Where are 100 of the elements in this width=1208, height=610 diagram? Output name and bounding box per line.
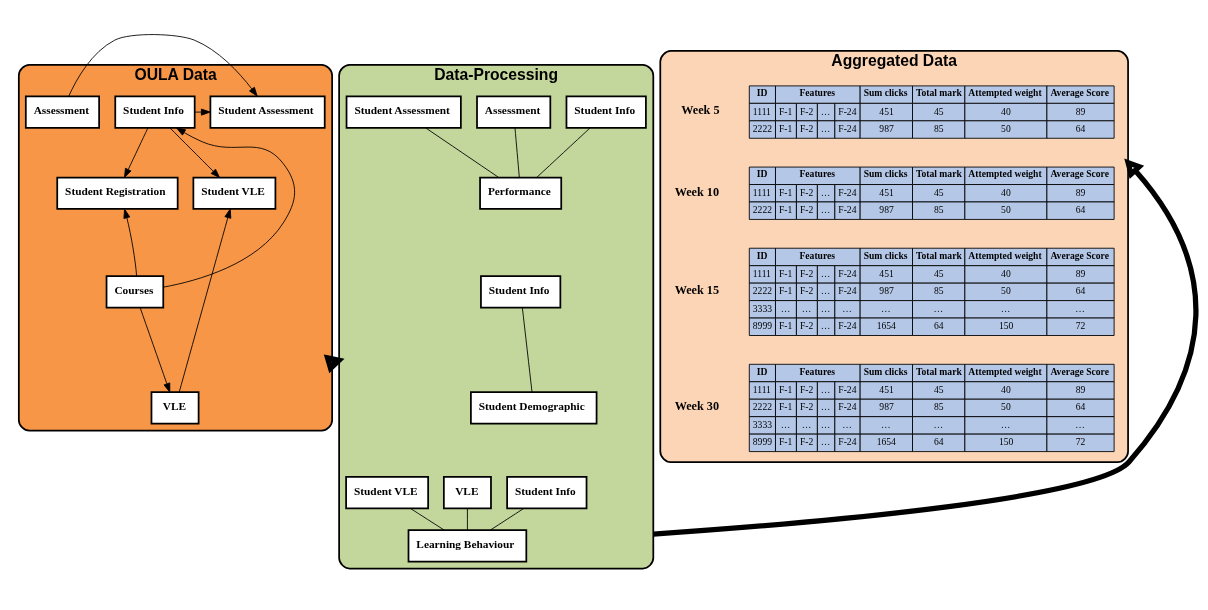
label: 50 — [1001, 122, 1011, 134]
label: 1111 — [752, 105, 771, 117]
label: Total mark — [916, 87, 962, 99]
label: Features — [799, 168, 836, 180]
label: F-24 — [838, 320, 857, 332]
label: Total mark — [916, 168, 962, 180]
label: 451 — [879, 383, 894, 395]
label: … — [842, 418, 852, 430]
label: … — [780, 302, 791, 314]
label: F-2 — [799, 436, 814, 448]
label: 85 — [933, 204, 944, 216]
label: F-1 — [778, 105, 793, 117]
label: F-24 — [838, 267, 857, 279]
label: Average Score — [1050, 249, 1109, 261]
label: … — [820, 302, 831, 314]
label: F-24 — [838, 436, 857, 448]
label: Sum clicks — [863, 87, 908, 99]
label: … — [933, 418, 944, 430]
label: 64 — [1075, 204, 1086, 216]
label: … — [820, 204, 831, 216]
label: F-1 — [778, 204, 793, 216]
label: Week 5 — [681, 103, 720, 118]
label: ID — [756, 87, 768, 99]
label: Attempted weight — [968, 365, 1042, 377]
label: 1654 — [876, 320, 896, 332]
label: Sum clicks — [863, 365, 908, 377]
label: F-24 — [838, 383, 857, 395]
label: Total mark — [916, 249, 962, 261]
label: 85 — [933, 122, 944, 134]
label: 85 — [933, 285, 944, 297]
label: Features — [799, 249, 836, 261]
label: 89 — [1075, 267, 1086, 279]
label: F-1 — [778, 186, 793, 198]
label: 150 — [998, 436, 1014, 448]
label: … — [1000, 302, 1011, 314]
label: 64 — [933, 436, 944, 448]
label: 72 — [1075, 320, 1086, 332]
label: … — [1075, 302, 1085, 314]
label: … — [820, 186, 831, 198]
label: 89 — [1075, 105, 1086, 117]
label: … — [801, 418, 812, 430]
label: … — [842, 302, 852, 314]
label: 451 — [879, 186, 894, 198]
label: 50 — [1001, 285, 1011, 297]
label: F-1 — [778, 267, 793, 279]
label: Average Score — [1050, 168, 1109, 180]
label: Attempted weight — [968, 168, 1042, 180]
label: F-2 — [799, 320, 814, 332]
label: 40 — [1001, 267, 1011, 279]
label: 85 — [933, 401, 944, 413]
label: 1111 — [752, 186, 771, 198]
label: … — [1000, 418, 1011, 430]
label: 1111 — [752, 383, 771, 395]
label: 45 — [933, 105, 944, 117]
label: 45 — [933, 383, 944, 395]
label: 451 — [879, 267, 894, 279]
label: F-1 — [778, 383, 793, 395]
label: 2222 — [752, 204, 772, 216]
label: F-2 — [799, 401, 814, 413]
label: F-24 — [838, 401, 857, 413]
label: Average Score — [1050, 365, 1109, 377]
label: F-1 — [778, 320, 793, 332]
label: ID — [756, 249, 768, 261]
label: … — [820, 267, 831, 279]
label: F-1 — [778, 122, 793, 134]
label: F-24 — [838, 285, 857, 297]
label: 89 — [1075, 186, 1086, 198]
label: … — [820, 436, 831, 448]
label: 64 — [1075, 285, 1086, 297]
label: … — [881, 302, 891, 314]
label: … — [820, 383, 831, 395]
label: F-1 — [778, 436, 793, 448]
label: F-2 — [799, 122, 814, 134]
label: F-2 — [799, 204, 814, 216]
label: 987 — [879, 122, 894, 134]
label: 72 — [1075, 436, 1086, 448]
label: Week 10 — [674, 184, 720, 199]
label: F-2 — [799, 105, 814, 117]
label: … — [820, 320, 831, 332]
label: 2222 — [752, 122, 772, 134]
label: Total mark — [916, 365, 962, 377]
label: Attempted weight — [968, 249, 1042, 261]
label: 3333 — [752, 418, 772, 430]
label: … — [820, 418, 831, 430]
label: Average Score — [1050, 87, 1109, 99]
label: 2222 — [752, 401, 772, 413]
label: 50 — [1001, 401, 1011, 413]
label: F-2 — [799, 285, 814, 297]
label: 150 — [998, 320, 1014, 332]
label: … — [820, 401, 831, 413]
label: F-24 — [838, 105, 857, 117]
label: Attempted weight — [968, 87, 1042, 99]
label: ID — [756, 168, 768, 180]
label: Features — [799, 365, 836, 377]
label: F-24 — [838, 122, 857, 134]
label: 8999 — [752, 436, 772, 448]
label: 987 — [879, 401, 894, 413]
label: 64 — [1075, 122, 1086, 134]
label: F-24 — [838, 204, 857, 216]
label: F-1 — [778, 285, 793, 297]
